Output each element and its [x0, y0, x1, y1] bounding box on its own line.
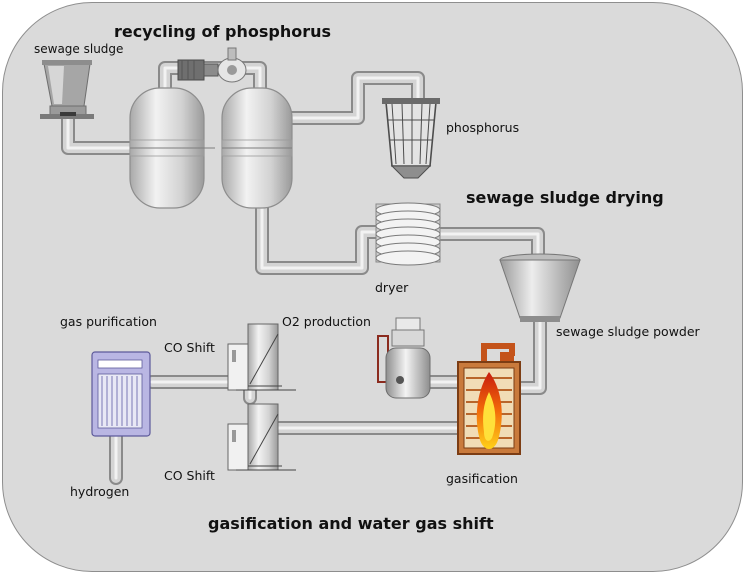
gasifier-icon: [457, 343, 521, 455]
pump-icon: [177, 47, 247, 83]
powder-funnel-icon: [499, 253, 581, 322]
title-gasification-water-gas-shift: gasification and water gas shift: [208, 514, 494, 533]
label-hydrogen: hydrogen: [70, 484, 130, 499]
label-gasification: gasification: [446, 471, 518, 486]
reactor-tank-right-icon: [221, 87, 293, 209]
label-sewage-sludge: sewage sludge: [34, 42, 124, 56]
label-gas-purification: gas purification: [60, 314, 157, 329]
label-phosphorus: phosphorus: [446, 120, 520, 135]
sludge-hopper-icon: [40, 60, 94, 119]
gas-purification-icon: [91, 351, 151, 437]
label-sewage-sludge-powder: sewage sludge powder: [556, 324, 700, 339]
label-o2-production: O2 production: [282, 314, 371, 329]
co-shift-lower-icon: [227, 403, 296, 471]
label-co-shift-lower: CO Shift: [164, 468, 215, 483]
title-sewage-sludge-drying: sewage sludge drying: [466, 188, 664, 207]
title-recycling-phosphorus: recycling of phosphorus: [114, 22, 332, 41]
label-co-shift-upper: CO Shift: [164, 340, 215, 355]
dryer-coil-icon: [375, 202, 441, 266]
phosphorus-basket-icon: [382, 98, 440, 179]
reactor-tank-left-icon: [129, 87, 215, 209]
co-shift-upper-icon: [227, 323, 296, 391]
o2-boiler-icon: [377, 317, 431, 399]
label-dryer: dryer: [375, 280, 409, 295]
